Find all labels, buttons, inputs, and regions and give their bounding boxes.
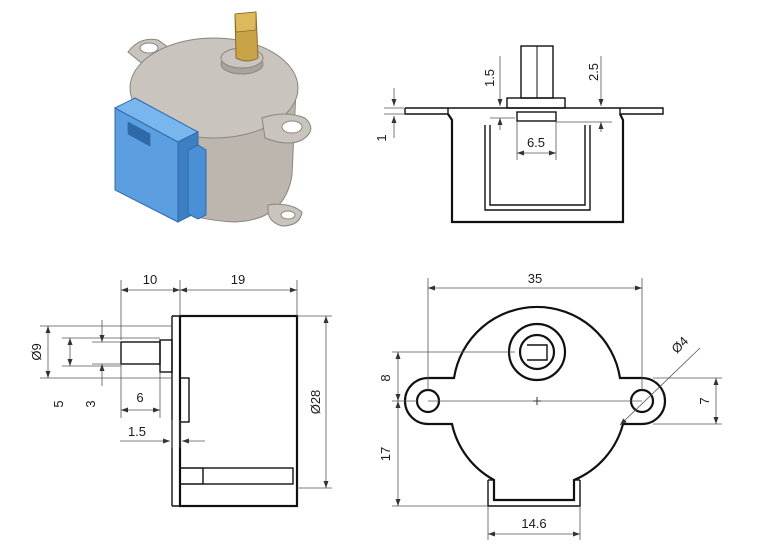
side-view: 10 19 Ø9 5 3 6 1.5 Ø28: [29, 272, 332, 508]
side-body-outline: [178, 314, 299, 508]
dim-8: 8: [378, 374, 393, 381]
top-view: 1.5 2.5 1 6.5: [374, 45, 664, 224]
front-boss: [507, 322, 567, 382]
connector-outline: [484, 125, 591, 211]
dim-10: 10: [143, 272, 157, 287]
flange-outline: [405, 107, 664, 115]
dim-phi28: Ø28: [308, 390, 323, 415]
dim-19: 19: [231, 272, 245, 287]
side-shaft: [120, 341, 161, 365]
connector-slot-outline: [516, 111, 557, 122]
dim-2-5: 2.5: [586, 63, 601, 81]
side-latch: [179, 377, 190, 423]
front-view: 35 Ø4 8 17 7 14.6: [378, 271, 722, 540]
front-body-outline: [403, 305, 667, 502]
front-connector: [487, 480, 581, 507]
side-boss: [159, 339, 173, 373]
dim-14-6: 14.6: [521, 516, 546, 531]
dim-phi9: Ø9: [29, 343, 44, 360]
dim-1-5-side: 1.5: [128, 424, 146, 439]
shaft-flat: [234, 11, 257, 33]
dim-7: 7: [697, 397, 712, 404]
mount-hole-left: [139, 42, 159, 54]
dim-3: 3: [83, 400, 98, 407]
body-outline: [447, 113, 625, 224]
dim-5: 5: [51, 400, 66, 407]
connector-slot: [127, 121, 151, 147]
mount-hole-right: [281, 120, 303, 134]
dim-phi4: Ø4: [668, 333, 691, 356]
side-connector: [202, 467, 294, 485]
dim-6-5: 6.5: [527, 135, 545, 150]
dim-1-5-top: 1.5: [482, 69, 497, 87]
dim-35: 35: [528, 271, 542, 286]
dim-17: 17: [378, 447, 393, 461]
mount-hole-bottom: [280, 210, 296, 220]
isometric-view: [113, 11, 312, 227]
dim-1: 1: [374, 134, 389, 141]
front-shaft: [518, 333, 556, 371]
dim-6: 6: [136, 390, 143, 405]
connector-latch: [187, 144, 207, 220]
boss-outline: [506, 97, 566, 109]
